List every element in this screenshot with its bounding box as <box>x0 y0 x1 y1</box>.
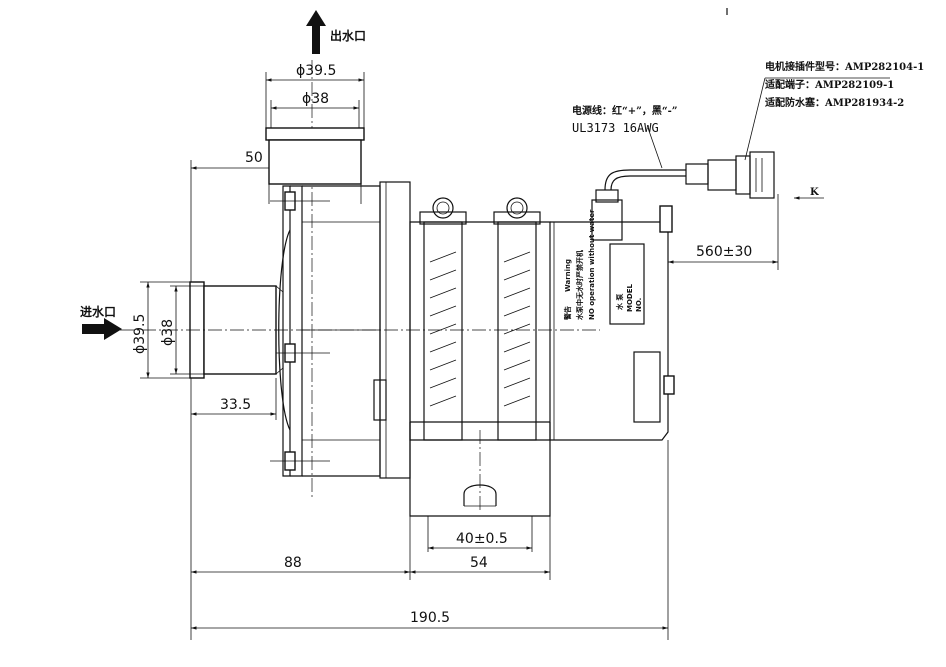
dim-overall-length: 190.5 <box>410 610 450 626</box>
svg-text:水 泵: 水 泵 <box>615 294 624 310</box>
cable-spec-text: UL3173 16AWG <box>572 121 659 135</box>
dim-outlet-outer: ϕ39.5 <box>296 63 336 79</box>
clamp-left <box>419 197 467 441</box>
dim-inlet-outer: ϕ39.5 <box>132 314 148 354</box>
cable-gland <box>591 169 686 241</box>
connector-model-text: 电机接插件型号：AMP282104-1 <box>765 60 924 73</box>
connector <box>685 151 775 199</box>
nameplate: 水 泵 MODEL NO. <box>609 243 645 325</box>
outlet-pipe <box>265 127 365 204</box>
terminal-text: 适配端子：AMP282109-1 <box>765 78 894 91</box>
dim-cable-length: 560±30 <box>696 244 752 260</box>
dim-inlet-inner: ϕ38 <box>160 319 176 346</box>
svg-text:Warning: Warning <box>564 259 572 292</box>
dim-outlet-offset: 50 <box>245 150 263 166</box>
inlet-arrow-icon <box>82 318 122 340</box>
dim-bracket-width: 54 <box>470 555 488 571</box>
svg-text:水泵中无水时严禁开机: 水泵中无水时严禁开机 <box>575 250 584 320</box>
outlet-label: 出水口 <box>330 28 366 43</box>
svg-text:警告: 警告 <box>563 306 572 320</box>
power-line-text: 电源线：红“+”，黑“-” <box>572 104 678 117</box>
outlet-arrow-icon <box>306 10 326 54</box>
svg-text:NO operation without water: NO operation without water <box>588 209 596 320</box>
motor-body <box>409 205 675 441</box>
view-k-label: K <box>810 187 819 198</box>
mount-bracket <box>409 421 551 517</box>
svg-text:NO.: NO. <box>635 298 643 312</box>
seal-text: 适配防水塞：AMP281934-2 <box>765 96 904 109</box>
warning-label: 警告 Warning 水泵中无水时严禁开机 NO operation witho… <box>563 209 596 320</box>
inlet-label: 进水口 <box>80 304 116 319</box>
dim-hole-spacing: 40±0.5 <box>456 531 508 547</box>
svg-text:MODEL: MODEL <box>626 283 634 312</box>
dim-left-to-bracket: 88 <box>284 555 302 571</box>
clamp-right <box>493 197 541 441</box>
dim-inlet-length: 33.5 <box>220 397 251 413</box>
dim-outlet-inner: ϕ38 <box>302 91 329 107</box>
